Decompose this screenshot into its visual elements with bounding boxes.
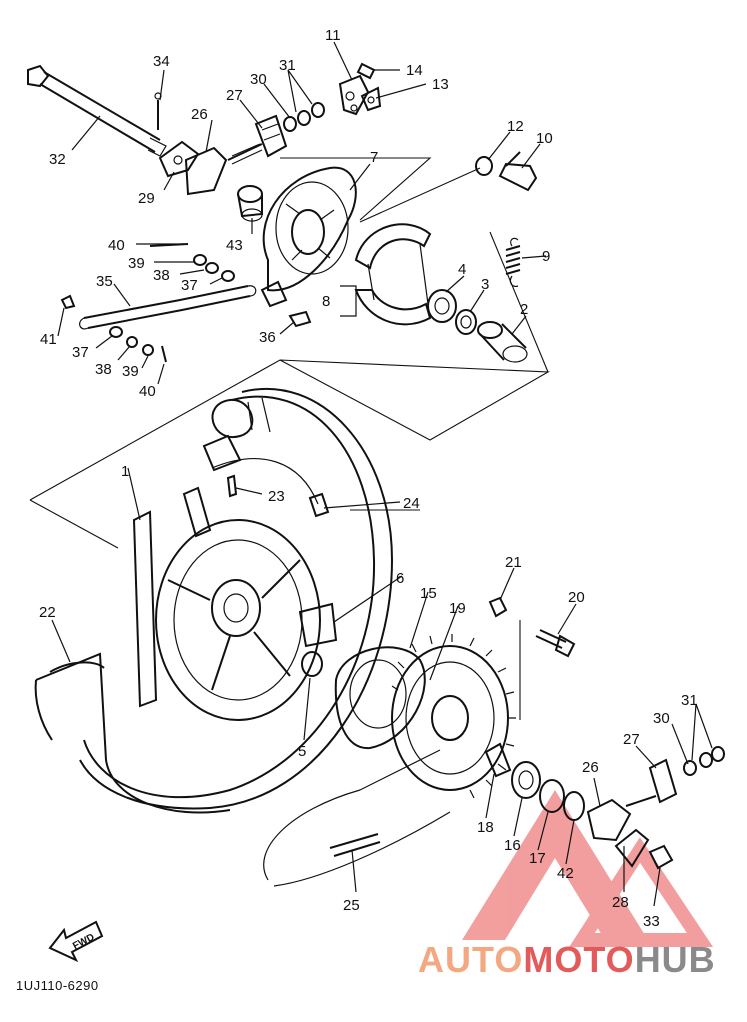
brake-shoe-plate [260,166,357,308]
callout-26-upper: 26 [191,106,208,123]
callout-18: 18 [477,819,494,836]
callout-40-upper: 40 [108,237,125,254]
watermark-text: AUTOMOTOHUB [418,939,716,981]
tension-bar-hardware [60,243,312,363]
chain-adjuster-right [586,746,725,870]
spacer-collar [237,185,263,222]
watermark-auto: AUTO [418,939,524,980]
callout-30-lower: 30 [653,710,670,727]
callout-41: 41 [40,331,57,348]
wheel-bearing-4 [427,289,457,323]
callout-15: 15 [420,585,437,602]
brake-tension-bar [79,285,257,330]
callout-33: 33 [643,913,660,930]
drawing-code: 1UJ110-6290 [16,978,99,993]
forward-arrow-icon: FWD [48,920,104,963]
callout-4: 4 [458,261,466,278]
callout-24: 24 [403,495,420,512]
callout-16: 16 [504,837,521,854]
rear-axle [27,64,167,157]
wheel-inner-parts [202,434,330,518]
callout-20: 20 [568,589,585,606]
callout-42: 42 [557,865,574,882]
part-callouts: 34 31 11 14 13 30 27 26 32 29 7 12 10 43… [39,27,698,930]
callout-31-upper: 31 [279,57,296,74]
adjuster-pad-upper [254,114,288,158]
callout-29: 29 [138,190,155,207]
callout-36: 36 [259,329,276,346]
callout-27-lower: 27 [623,731,640,748]
assembly-guide-lines [29,157,550,720]
callout-23: 23 [268,488,285,505]
callout-11: 11 [325,27,341,44]
callout-10: 10 [536,130,553,147]
callout-17: 17 [529,850,546,867]
spacer-2 [477,321,528,363]
callout-3: 3 [481,276,489,293]
callout-19: 19 [449,600,466,617]
callout-7: 7 [370,149,378,166]
callout-21: 21 [505,554,522,571]
callout-6: 6 [396,570,404,587]
callout-28: 28 [612,894,629,911]
oil-seal-3 [455,309,477,335]
callout-8: 8 [322,293,330,310]
callout-40-lower: 40 [139,383,156,400]
rear-sprocket [391,634,516,799]
callout-37-lower: 37 [72,344,89,361]
callout-25: 25 [343,897,360,914]
callout-22: 22 [39,604,56,621]
fwd-label: FWD [71,932,96,952]
callout-38-lower: 38 [95,361,112,378]
nuts-washers-upper [283,102,325,132]
callout-34: 34 [153,53,170,70]
rear-fender-section [34,652,231,814]
callout-37-upper: 37 [181,277,198,294]
callout-39-upper: 39 [128,255,145,272]
callout-9: 9 [542,248,550,265]
watermark-triangle-logo [462,790,714,947]
callout-38-upper: 38 [153,267,170,284]
callout-2: 2 [520,301,528,318]
callout-35: 35 [96,273,113,290]
brake-camshaft-lever [338,62,382,116]
brake-camshaft [475,151,538,192]
leader-lines [51,41,713,907]
callout-26-lower: 26 [582,759,599,776]
callout-30-upper: 30 [250,71,267,88]
callout-12: 12 [507,118,524,135]
watermark-moto: MOTO [523,939,635,980]
brake-shoes [354,223,432,326]
sprocket-bolt-nut [488,596,576,658]
brake-shoe-spring [505,237,521,287]
callout-27-upper: 27 [226,87,243,104]
callout-31-lower: 31 [681,692,698,709]
callout-13: 13 [432,76,449,93]
callout-1: 1 [121,463,129,480]
hub-bearings-and-seal [484,742,585,821]
clutch-hub-damper [298,602,426,750]
watermark-hub: HUB [634,939,716,980]
callout-14: 14 [406,62,423,79]
drive-chain [263,749,451,887]
callout-43: 43 [226,237,243,254]
callout-5: 5 [298,743,306,760]
callout-39-lower: 39 [122,363,139,380]
chain-adjuster-left [158,140,263,196]
callout-32: 32 [49,151,66,168]
